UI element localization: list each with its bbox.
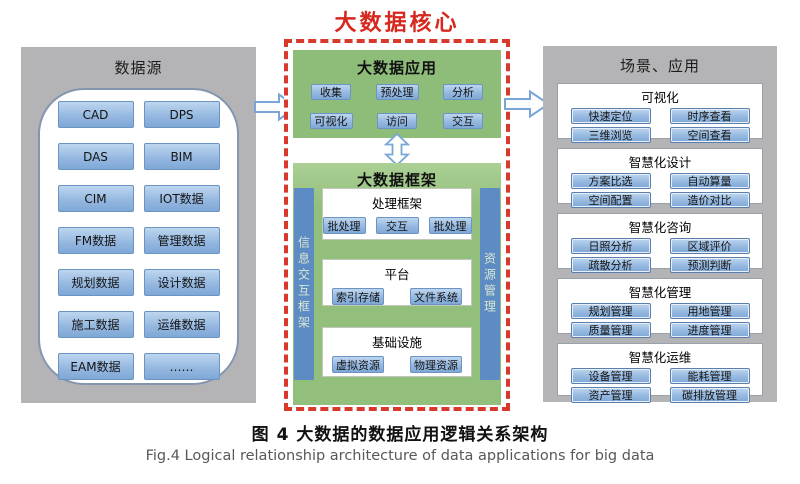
big-data-app-item: 可视化: [309, 113, 353, 129]
info-exchange-bar: 信息交互框架: [294, 188, 314, 380]
section-smart-operations-items: 设备管理 能耗管理资产管理 碳排放管理: [558, 368, 762, 403]
scenario-item: 用地管理: [669, 303, 750, 319]
platform-item: 索引存储: [332, 288, 384, 305]
platform-items: 索引存储 文件系统: [323, 288, 471, 305]
section-smart-consulting: 智慧化咨询 日照分析 区域评价疏散分析 预测判断: [557, 213, 763, 273]
infrastructure-box: 基础设施 虚拟资源 物理资源: [322, 327, 472, 377]
data-source-item: 规划数据: [57, 269, 134, 296]
big-data-app-item: 访问: [377, 113, 417, 129]
data-source-panel-title: 数据源: [114, 59, 163, 77]
core-title: 大数据核心: [334, 11, 460, 36]
big-data-core-box: 大数据应用 收集 预处理 分析 可视化 访问 交互 大数: [284, 39, 510, 411]
scenario-item: 疏散分析: [570, 257, 651, 273]
data-source-item: DPS: [143, 101, 220, 128]
platform-item: 文件系统: [410, 288, 462, 305]
big-data-app-panel: 大数据应用 收集 预处理 分析 可视化 访问 交互: [293, 50, 501, 138]
scenario-item: 空间配置: [570, 192, 651, 208]
data-source-item: 运维数据: [143, 311, 220, 338]
data-source-item: CAD: [57, 101, 134, 128]
section-smart-management-title: 智慧化管理: [628, 285, 692, 300]
platform-box: 平台 索引存储 文件系统: [322, 259, 472, 306]
data-source-item: IOT数据: [143, 185, 220, 212]
data-source-item: 设计数据: [143, 269, 220, 296]
section-visualization: 可视化 快速定位 时序查看三维浏览 空间查看: [557, 83, 763, 143]
infrastructure-title: 基础设施: [371, 335, 422, 350]
section-smart-operations-title: 智慧化运维: [628, 350, 692, 365]
scenario-sections: 可视化 快速定位 时序查看三维浏览 空间查看 智慧化设计 方案比选 自动算量空间配置 造…: [557, 83, 763, 403]
data-source-item: EAM数据: [57, 353, 134, 380]
processing-framework-items: 批处理 交互 批处理: [322, 217, 472, 234]
data-source-grid: CAD DPS DAS BIM CIM IOT数据 FM数据 管理数据 规划数据: [40, 90, 237, 383]
scenario-item: 碳排放管理: [669, 387, 750, 403]
caption-en: Fig.4 Logical relationship architecture …: [145, 448, 655, 464]
flow-right-arrow-icon: [504, 89, 550, 119]
big-data-app-item: 收集: [311, 84, 351, 100]
scenario-item: 区域评价: [669, 238, 750, 254]
platform-title: 平台: [384, 267, 410, 282]
big-data-framework-title: 大数据框架: [356, 171, 437, 189]
resource-mgmt-bar: 资源管理: [480, 188, 500, 380]
processing-framework-item: 批处理: [322, 217, 366, 234]
data-source-item: CIM: [57, 185, 134, 212]
data-source-item: 施工数据: [57, 311, 134, 338]
data-source-item: 管理数据: [143, 227, 220, 254]
scenario-item: 质量管理: [570, 322, 651, 338]
infrastructure-items: 虚拟资源 物理资源: [323, 356, 471, 373]
scenario-item: 方案比选: [570, 173, 651, 189]
section-visualization-items: 快速定位 时序查看三维浏览 空间查看: [558, 108, 762, 143]
scenario-item: 自动算量: [669, 173, 750, 189]
section-smart-consulting-title: 智慧化咨询: [628, 220, 692, 235]
big-data-app-title: 大数据应用: [356, 59, 437, 77]
section-smart-management: 智慧化管理 规划管理 用地管理质量管理 进度管理: [557, 278, 763, 338]
section-smart-design: 智慧化设计 方案比选 自动算量空间配置 造价对比: [557, 148, 763, 208]
data-source-item: ……: [143, 353, 220, 380]
section-visualization-title: 可视化: [641, 90, 679, 105]
scenario-item: 规划管理: [570, 303, 651, 319]
section-smart-design-items: 方案比选 自动算量空间配置 造价对比: [558, 173, 762, 208]
section-smart-consulting-items: 日照分析 区域评价疏散分析 预测判断: [558, 238, 762, 273]
scenario-item: 设备管理: [570, 368, 651, 384]
scenario-item: 三维浏览: [570, 127, 651, 143]
exchange-double-arrow-icon: [384, 133, 410, 166]
scenario-item: 进度管理: [669, 322, 750, 338]
section-smart-operations: 智慧化运维 设备管理 能耗管理资产管理 碳排放管理: [557, 343, 763, 403]
scenario-item: 空间查看: [669, 127, 750, 143]
data-source-item: BIM: [143, 143, 220, 170]
scenario-item: 快速定位: [570, 108, 651, 124]
scenario-item: 日照分析: [570, 238, 651, 254]
infrastructure-item: 物理资源: [410, 356, 462, 373]
big-data-framework-panel: 大数据框架 信息交互框架 资源管理 处理框架 批处理 交互 批处理 平台: [293, 163, 501, 405]
data-source-item: DAS: [57, 143, 134, 170]
processing-framework-item: 批处理: [428, 217, 472, 234]
scenario-panel: 场景、应用 可视化 快速定位 时序查看三维浏览 空间查看 智慧化设计 方案比选 自动算…: [543, 46, 777, 403]
scenario-item: 造价对比: [669, 192, 750, 208]
scenario-item: 资产管理: [570, 387, 651, 403]
data-source-container: CAD DPS DAS BIM CIM IOT数据 FM数据 管理数据 规划数据: [38, 88, 239, 385]
scenario-item: 预测判断: [669, 257, 750, 273]
section-smart-management-items: 规划管理 用地管理质量管理 进度管理: [558, 303, 762, 338]
processing-framework-item: 交互: [375, 217, 419, 234]
data-source-panel: 数据源 CAD DPS DAS BIM CIM IOT数据 FM数据: [21, 47, 256, 403]
infrastructure-item: 虚拟资源: [332, 356, 384, 373]
big-data-app-item: 分析: [443, 84, 483, 100]
big-data-app-grid: 收集 预处理 分析 可视化 访问 交互: [293, 84, 501, 129]
scenario-item: 时序查看: [669, 108, 750, 124]
section-smart-design-title: 智慧化设计: [628, 155, 692, 170]
scenario-panel-title: 场景、应用: [619, 57, 700, 75]
data-source-item: FM数据: [57, 227, 134, 254]
scenario-item: 能耗管理: [669, 368, 750, 384]
big-data-app-item: 交互: [443, 113, 483, 129]
big-data-app-item: 预处理: [375, 84, 419, 100]
processing-framework-title: 处理框架: [371, 196, 422, 211]
processing-framework-box: 处理框架 批处理 交互 批处理: [322, 188, 472, 240]
caption-zh: 图 4 大数据的数据应用逻辑关系架构: [251, 425, 549, 445]
